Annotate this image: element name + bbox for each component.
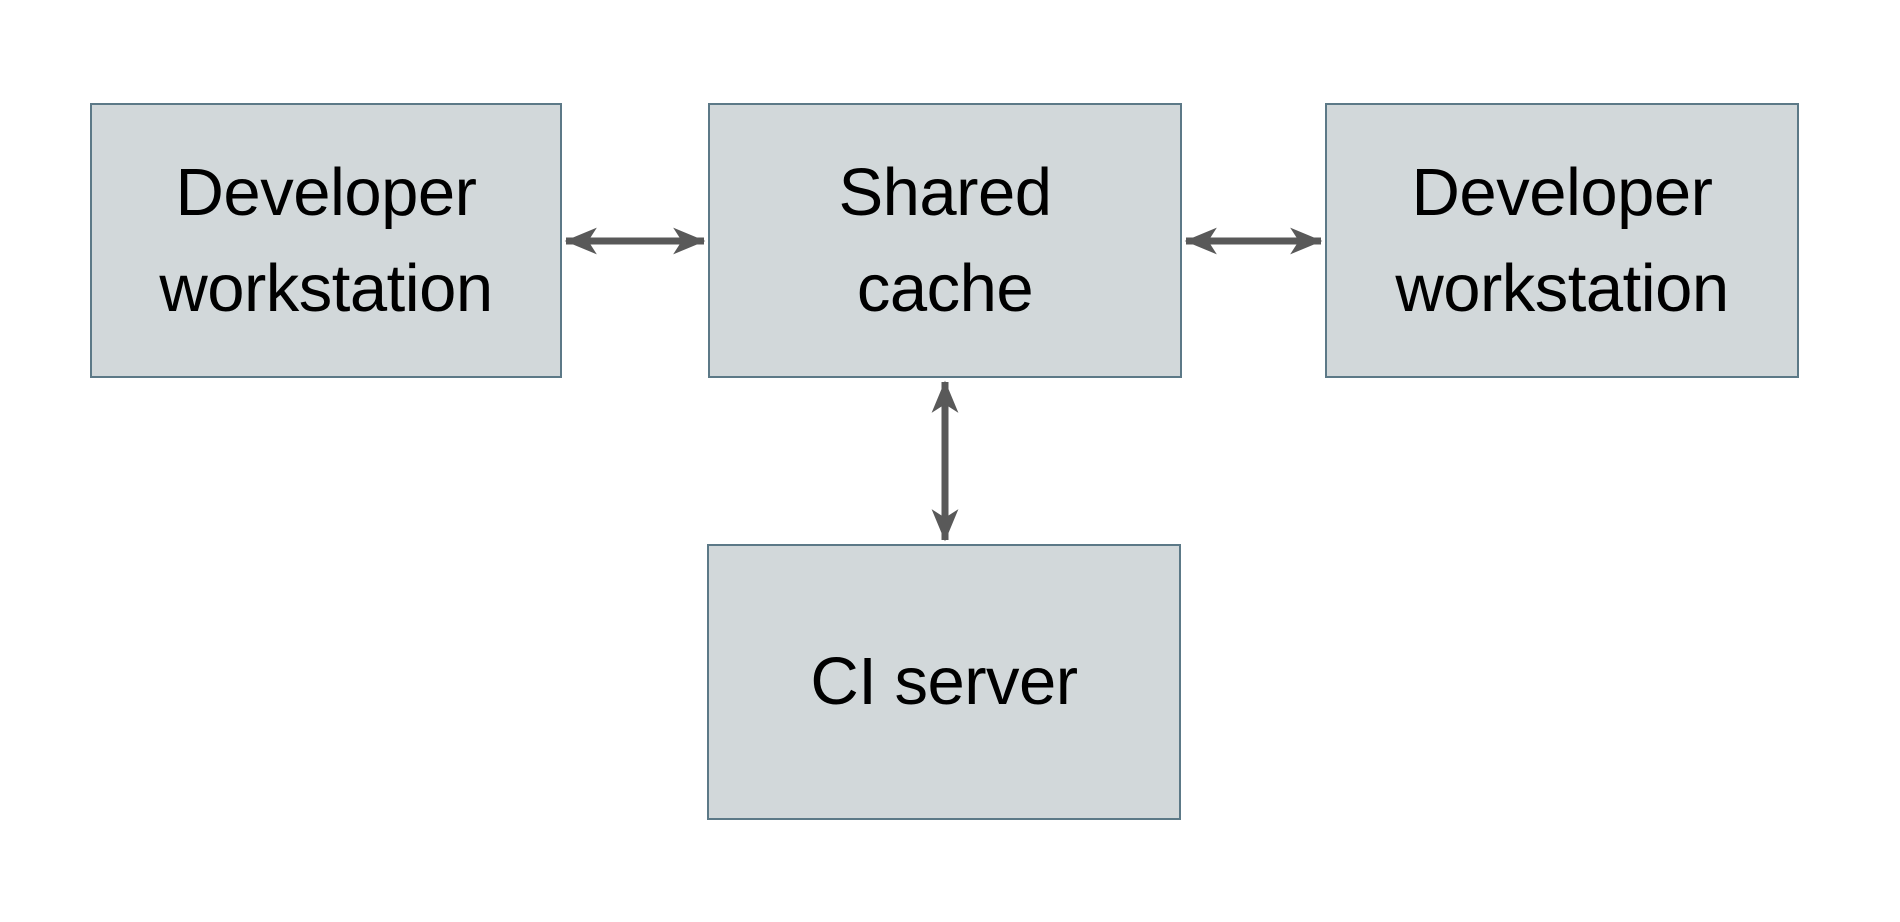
node-label-developer-workstation-right: Developer workstation bbox=[1395, 155, 1729, 326]
node-label-developer-workstation-left: Developer workstation bbox=[159, 155, 493, 326]
node-shared-cache: Shared cache bbox=[708, 103, 1182, 378]
node-label-ci-server: CI server bbox=[810, 644, 1078, 720]
node-ci-server: CI server bbox=[707, 544, 1181, 820]
node-developer-workstation-left: Developer workstation bbox=[90, 103, 562, 378]
node-developer-workstation-right: Developer workstation bbox=[1325, 103, 1799, 378]
node-label-shared-cache: Shared cache bbox=[838, 155, 1052, 326]
